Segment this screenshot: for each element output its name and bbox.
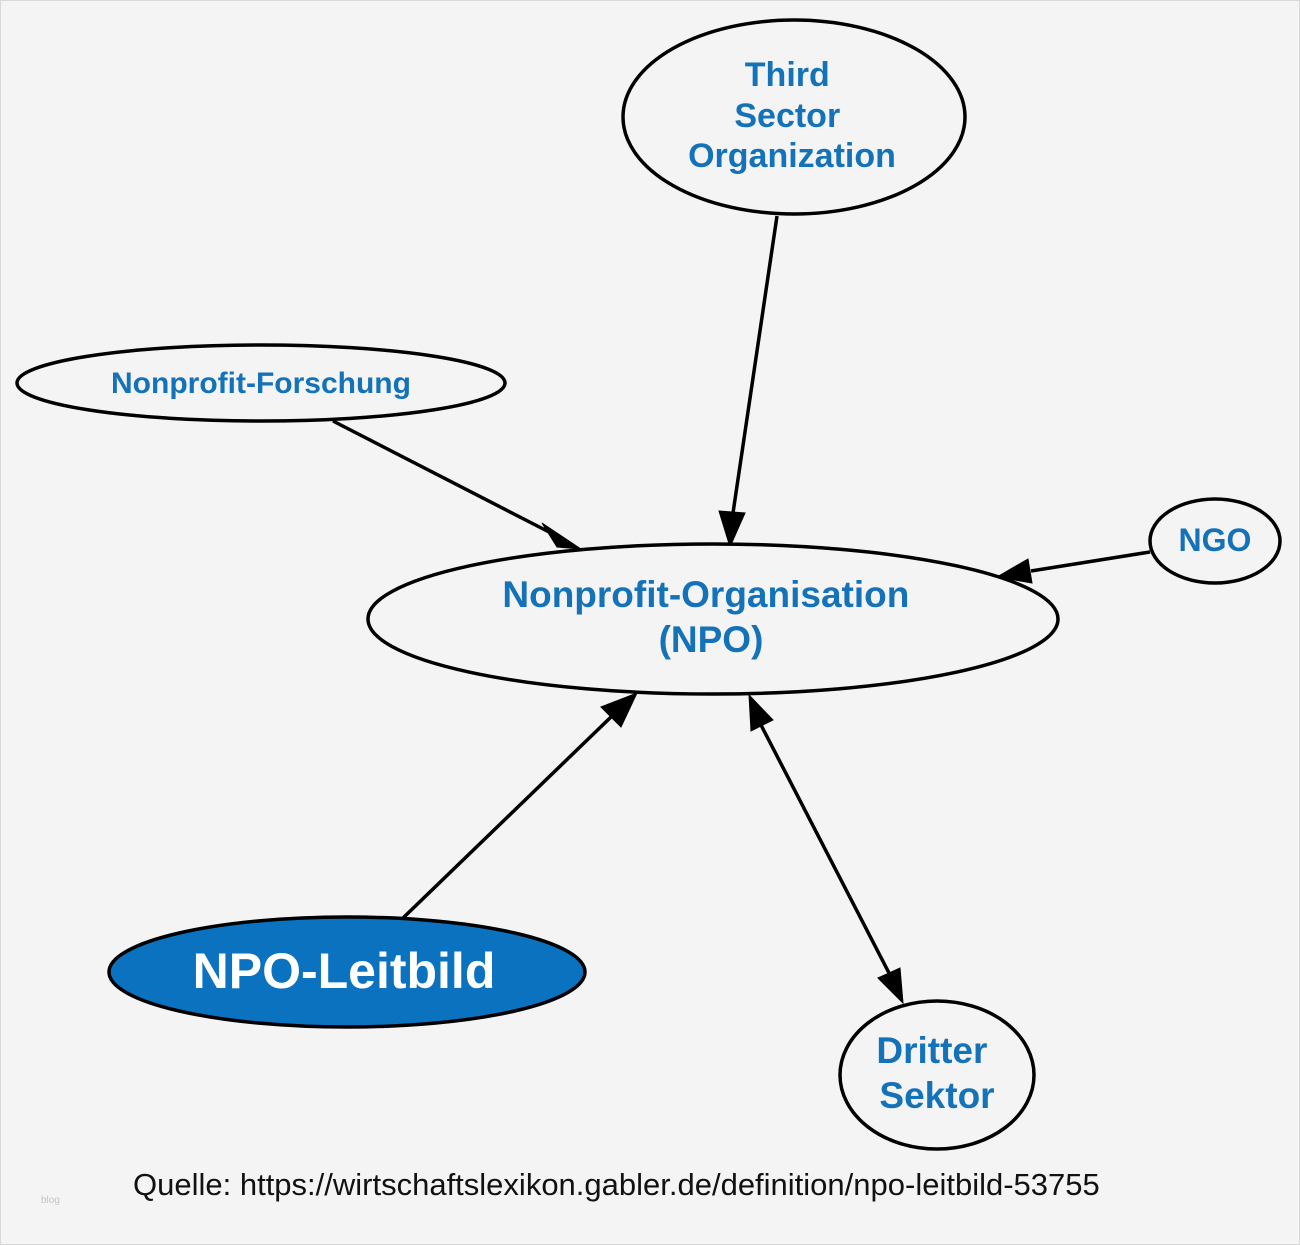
svg-text:NGO: NGO [1179, 522, 1252, 558]
svg-text:Nonprofit-Forschung: Nonprofit-Forschung [111, 367, 411, 400]
arrowhead-npo-from-leitbild [600, 692, 638, 728]
edge-forschung-to-npo [332, 419, 552, 535]
node-label-npo-line-2: (NPO) [659, 619, 764, 660]
node-shape-third-sector [621, 18, 967, 216]
node-label-third-sector-line-2: Sector [734, 97, 840, 135]
edge-ngo-to-npo [1030, 550, 1151, 573]
edge-npo-dritter-sektor [759, 724, 891, 974]
node-dritter-sektor: Dritter Sektor [838, 999, 1036, 1151]
node-shape-npo [366, 542, 1060, 696]
svg-text:Dritter Sektor: Dritter Sektor [876, 1030, 997, 1116]
svg-text:NPO-Leitbild: NPO-Leitbild [193, 943, 496, 999]
node-npo-leitbild: NPO-Leitbild [107, 915, 587, 1029]
node-shape-nonprofit-forschung [15, 343, 507, 423]
node-label-nonprofit-forschung: Nonprofit-Forschung [111, 367, 411, 400]
edges [332, 215, 1151, 1005]
watermark: blog [41, 1195, 60, 1206]
svg-text:Third Sector O: Third Sector Organization [688, 56, 896, 175]
node-shape-npo-leitbild [107, 915, 587, 1029]
arrowhead-npo-from-dritter-sektor [748, 693, 774, 732]
node-label-npo-line-1: Nonprofit-Organisation [502, 574, 909, 615]
node-label-ngo: NGO [1179, 522, 1252, 558]
node-nonprofit-forschung: Nonprofit-Forschung [15, 343, 507, 423]
edge-leitbild-to-npo [401, 715, 613, 920]
arrowhead-dritter-sektor-from-npo [877, 967, 904, 1005]
node-shape-dritter-sektor [838, 999, 1036, 1151]
node-shape-ngo [1148, 497, 1282, 585]
node-label-third-sector-line-3: Organization [688, 137, 896, 175]
node-third-sector-organization: Third Sector Organization [621, 18, 967, 216]
arrowhead-npo-from-forschung [541, 522, 582, 550]
arrowhead-npo-from-third-sector [718, 510, 746, 549]
edge-third-sector-to-npo [731, 215, 779, 514]
node-label-third-sector-line-1: Third [745, 56, 830, 94]
node-ngo: NGO [1148, 497, 1282, 585]
node-label-npo-leitbild: NPO-Leitbild [193, 943, 496, 999]
arrowhead-npo-from-ngo [995, 558, 1033, 584]
svg-text:Nonprofit-Organisation: Nonprofit-Organisation (NPO) [502, 574, 919, 660]
node-label-dritter-sektor-line-1: Dritter [876, 1030, 987, 1071]
node-label-dritter-sektor-line-2: Sektor [879, 1075, 994, 1116]
node-nonprofit-organisation: Nonprofit-Organisation (NPO) [366, 542, 1060, 696]
source-citation: Quelle: https://wirtschaftslexikon.gable… [133, 1167, 1100, 1202]
